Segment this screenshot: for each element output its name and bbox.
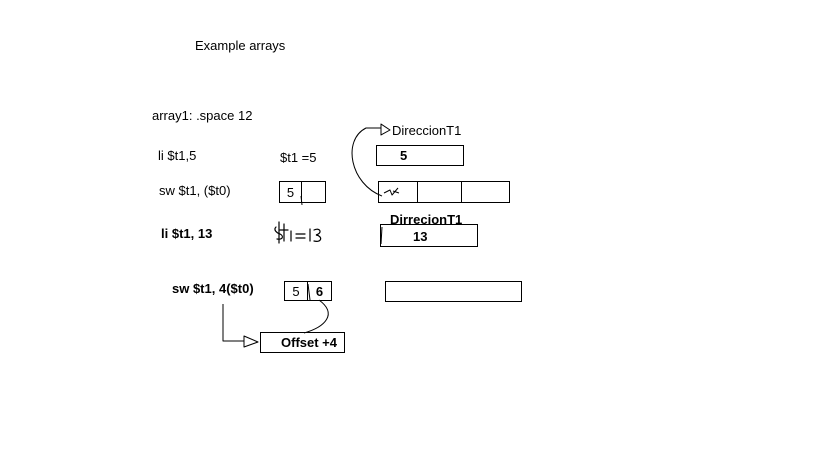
memory-cell-0: 5	[280, 182, 302, 202]
memory-array-3	[378, 181, 510, 203]
direccion-t1-label: DireccionT1	[392, 123, 462, 138]
curve-offset-to-cell	[303, 299, 329, 334]
memory-box-offset: 5 6	[284, 281, 332, 301]
instruction-sw-offset: sw $t1, 4($t0)	[172, 281, 254, 296]
memory-offset-cell-1-value: 6	[315, 283, 324, 299]
line-sw-to-offset	[222, 304, 244, 342]
register-box-13-value: 13	[413, 229, 428, 244]
memory-array-cell-1	[418, 182, 462, 202]
memory-cell-0-value: 5	[286, 184, 295, 200]
instruction-sw-t0: sw $t1, ($t0)	[159, 183, 231, 198]
memory-offset-cell-0: 5	[285, 282, 308, 300]
t1-equals-5-note: $t1 =5	[280, 150, 317, 165]
memory-array-cell-0	[379, 182, 418, 202]
dirrecion-t1-label: DirrecionT1	[390, 212, 463, 227]
offset-box: Offset +4	[260, 332, 345, 353]
memory-offset-cell-1: 6	[308, 282, 331, 300]
instruction-li-13: li $t1, 13	[161, 226, 213, 241]
memory-offset-cell-0-value: 5	[292, 283, 300, 299]
arrowhead-direccion-icon	[380, 123, 391, 136]
memory-box-small: 5	[279, 181, 326, 203]
register-box-5-value: 5	[400, 148, 408, 163]
register-box-13: 13	[380, 224, 478, 247]
arrowhead-offset-icon	[243, 335, 259, 348]
offset-label: Offset +4	[281, 335, 337, 350]
register-box-5: 5	[376, 145, 464, 166]
diagram-title: Example arrays	[195, 38, 286, 53]
empty-memory-box	[385, 281, 522, 302]
array-declaration: array1: .space 12	[152, 108, 253, 123]
instruction-li-5: li $t1,5	[158, 148, 197, 163]
